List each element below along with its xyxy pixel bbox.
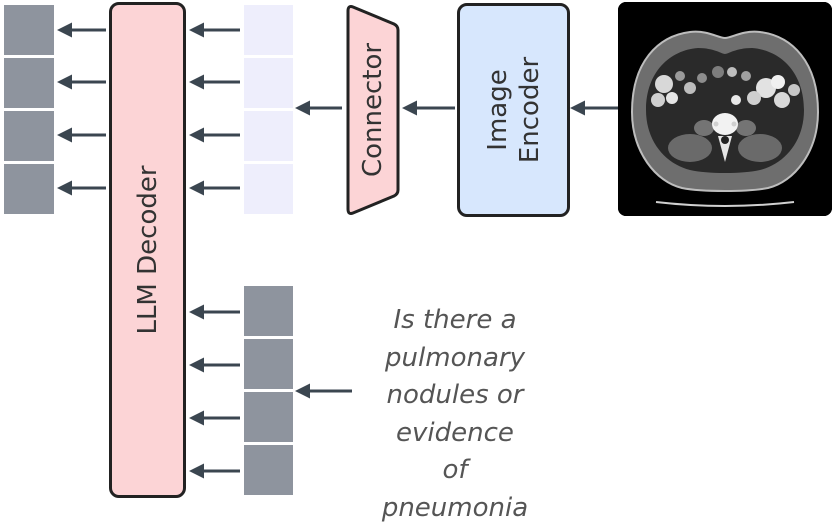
- question-text: Is there a pulmonary nodules or evidence…: [380, 302, 530, 527]
- image-encoder-label: Image Encoder: [482, 57, 546, 163]
- image-token: [244, 111, 293, 161]
- text-token: [244, 286, 293, 336]
- llm-decoder-block: LLM Decoder: [109, 2, 186, 498]
- output-token: [4, 111, 54, 161]
- text-token: [244, 392, 293, 442]
- image-encoder-block: Image Encoder: [457, 3, 570, 217]
- connector-block: Connector: [344, 2, 402, 218]
- output-token: [4, 164, 54, 214]
- image-token: [244, 5, 293, 55]
- text-token: [244, 445, 293, 495]
- output-token: [4, 58, 54, 108]
- question-line: Is there a: [380, 302, 530, 340]
- connector-label: Connector: [357, 43, 389, 177]
- question-line: nodules or: [380, 377, 530, 415]
- image-token: [244, 164, 293, 214]
- ct-scan-image: [618, 2, 832, 216]
- text-token: [244, 339, 293, 389]
- output-token: [4, 5, 54, 55]
- llm-decoder-label: LLM Decoder: [132, 165, 164, 334]
- question-line: pneumonia: [380, 490, 530, 527]
- question-line: pulmonary: [380, 340, 530, 378]
- image-token: [244, 58, 293, 108]
- ct-scan-abdomen-icon: [618, 2, 832, 216]
- question-line: evidence of: [380, 415, 530, 490]
